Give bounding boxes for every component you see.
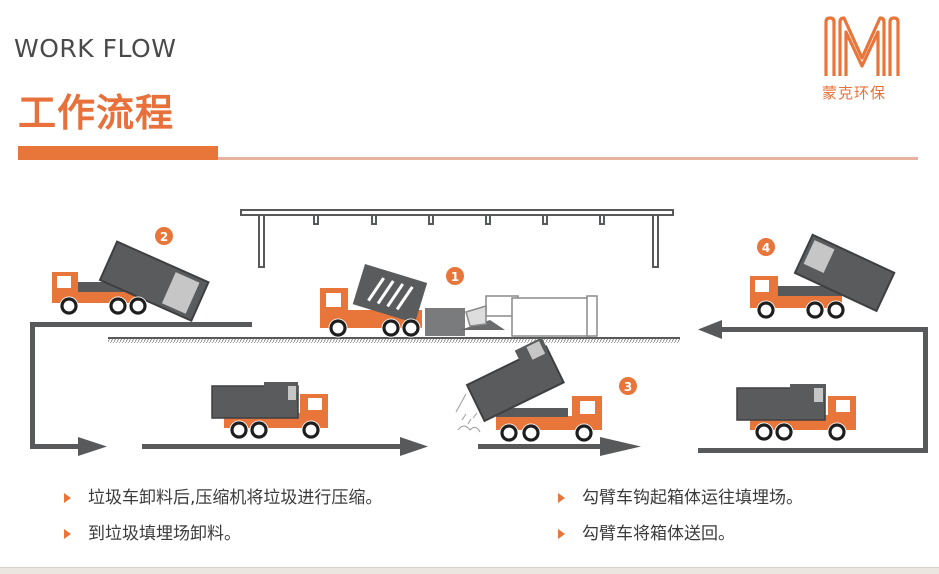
step-4-number: 4: [762, 241, 770, 255]
truck-carrying-left: [211, 382, 328, 441]
compactor-machine: [460, 295, 598, 337]
truck-carrying-right: [736, 384, 856, 443]
step-2-number: 2: [160, 230, 168, 244]
list-item: 垃圾车卸料后,压缩机将垃圾进行压缩。: [64, 483, 382, 519]
truck-step-4: [750, 233, 896, 321]
arrow-right-icon: [600, 437, 641, 456]
logo-m-icon: [824, 16, 900, 76]
bullet-triangle-icon: [558, 529, 565, 539]
title-en: WORK FLOW: [14, 34, 177, 63]
arrow-left-icon: [698, 320, 722, 339]
bullet-text: 到垃圾填埋场卸料。: [88, 524, 241, 544]
flow-arrows: [30, 320, 928, 456]
title-underline-thin: [218, 157, 918, 160]
step-3-number: 3: [624, 380, 632, 394]
truck-step-3: [455, 337, 602, 444]
bullet-triangle-icon: [64, 493, 71, 503]
bullet-triangle-icon: [64, 529, 71, 539]
bullet-list-left: 垃圾车卸料后,压缩机将垃圾进行压缩。 到垃圾填埋场卸料。: [64, 483, 382, 555]
bullet-text: 勾臂车将箱体送回。: [582, 524, 735, 544]
bullet-list-right: 勾臂车钩起箱体运往填埋场。 勾臂车将箱体送回。: [558, 483, 803, 555]
list-item: 勾臂车钩起箱体运往填埋场。: [558, 483, 803, 519]
truck-step-1: [320, 264, 465, 339]
bullet-text: 垃圾车卸料后,压缩机将垃圾进行压缩。: [88, 488, 383, 508]
arrow-right-icon: [400, 437, 428, 456]
footer-bar: [0, 567, 939, 574]
logo-brand-name: 蒙克环保: [822, 84, 887, 102]
title-cn: 工作流程: [18, 90, 175, 135]
bullet-text: 勾臂车钩起箱体运往填埋场。: [582, 488, 803, 508]
canopy-structure: [240, 209, 674, 268]
ground-line: [108, 337, 680, 343]
title-underline-thick: [18, 146, 218, 160]
truck-step-2: [52, 240, 210, 322]
step-1-number: 1: [451, 270, 459, 284]
arrow-right-icon: [78, 437, 107, 456]
list-item: 勾臂车将箱体送回。: [558, 519, 803, 555]
list-item: 到垃圾填埋场卸料。: [64, 519, 382, 555]
bullet-triangle-icon: [558, 493, 565, 503]
